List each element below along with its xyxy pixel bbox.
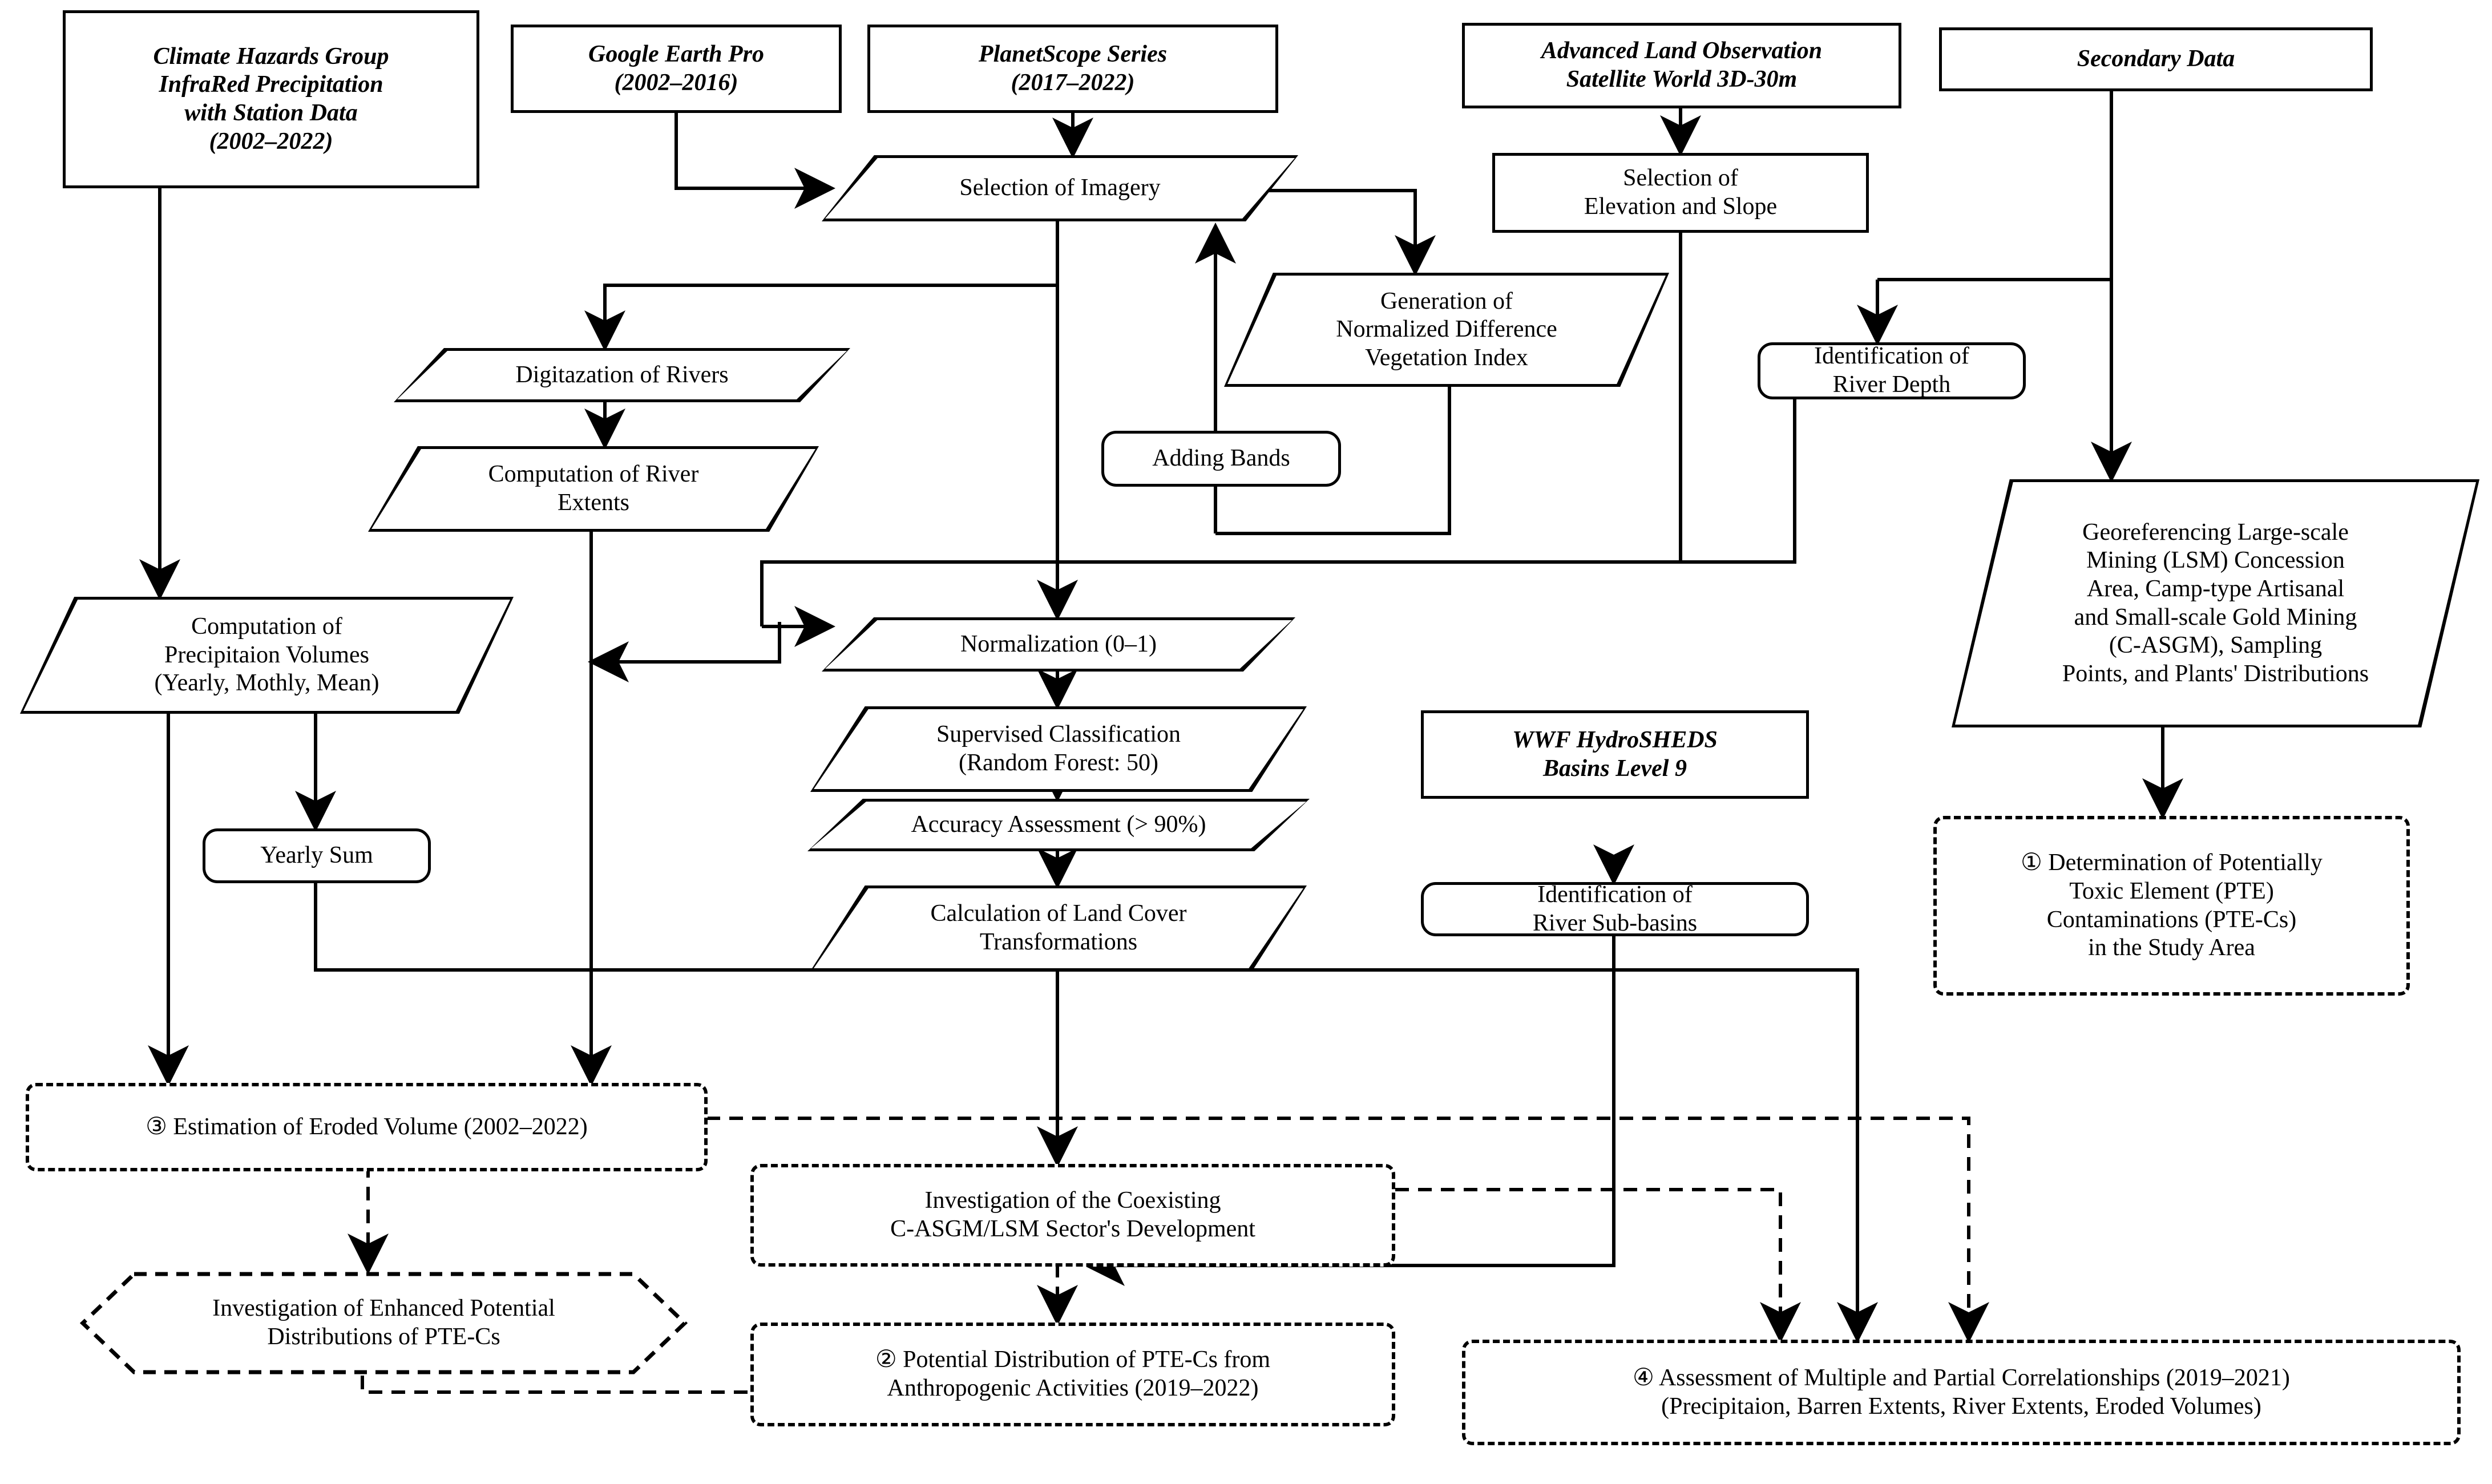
node-planetscope-label: PlanetScope Series (2017–2022) xyxy=(978,41,1168,96)
node-selection-elevation-slope-label: Selection of Elevation and Slope xyxy=(1584,165,1778,220)
node-selection-imagery: Selection of Imagery xyxy=(822,155,1298,221)
node-potential-distribution-pte: ② Potential Distribution of PTE-Cs from … xyxy=(750,1323,1395,1426)
node-identification-subbasins: Identification of River Sub-basins xyxy=(1421,881,1809,936)
node-calculation-landcover: Calculation of Land Cover Transformation… xyxy=(810,885,1307,971)
node-planetscope: PlanetScope Series (2017–2022) xyxy=(867,25,1278,113)
node-digitization-rivers: Digitazation of Rivers xyxy=(394,348,850,402)
node-assessment-correlations-label: ④ Assessment of Multiple and Partial Cor… xyxy=(1633,1364,2290,1420)
node-ndvi-label: Generation of Normalized Difference Vege… xyxy=(1336,288,1557,371)
node-secondary-data-label: Secondary Data xyxy=(2077,46,2235,72)
node-computation-precipitation-label: Computation of Precipitaion Volumes (Yea… xyxy=(154,613,379,697)
node-chirps-label: Climate Hazards Group InfraRed Precipita… xyxy=(153,43,389,155)
node-alos: Advanced Land Observation Satellite Worl… xyxy=(1462,23,1901,108)
node-google-earth: Google Earth Pro (2002–2016) xyxy=(511,25,842,113)
node-investigation-coexisting: Investigation of the Coexisting C-ASGM/L… xyxy=(750,1164,1395,1267)
node-adding-bands-label: Adding Bands xyxy=(1152,445,1290,472)
node-investigation-coexisting-label: Investigation of the Coexisting C-ASGM/L… xyxy=(890,1187,1255,1242)
node-potential-distribution-pte-label: ② Potential Distribution of PTE-Cs from … xyxy=(875,1346,1271,1401)
node-selection-imagery-label: Selection of Imagery xyxy=(959,175,1161,201)
node-determination-pte: ① Determination of Potentially Toxic Ele… xyxy=(1933,816,2410,996)
node-wwf-hydrosheds: WWF HydroSHEDS Basins Level 9 xyxy=(1421,710,1809,799)
node-estimation-eroded-volume: ③ Estimation of Eroded Volume (2002–2022… xyxy=(26,1083,708,1171)
node-accuracy-assessment-label: Accuracy Assessment (> 90%) xyxy=(911,811,1206,838)
node-identification-river-depth-label: Identification of River Depth xyxy=(1814,343,1969,398)
node-normalization-label: Normalization (0–1) xyxy=(960,630,1157,657)
node-investigation-enhanced: Investigation of Enhanced Potential Dist… xyxy=(80,1271,688,1375)
node-normalization: Normalization (0–1) xyxy=(822,617,1295,672)
node-calculation-landcover-label: Calculation of Land Cover Transformation… xyxy=(930,900,1187,955)
node-ndvi: Generation of Normalized Difference Vege… xyxy=(1224,273,1669,387)
node-google-earth-label: Google Earth Pro (2002–2016) xyxy=(588,41,765,96)
node-secondary-data: Secondary Data xyxy=(1939,27,2373,91)
node-georeferencing: Georeferencing Large-scale Mining (LSM) … xyxy=(1952,479,2479,727)
node-assessment-correlations: ④ Assessment of Multiple and Partial Cor… xyxy=(1462,1340,2461,1445)
node-chirps: Climate Hazards Group InfraRed Precipita… xyxy=(63,10,479,188)
node-supervised-classification-label: Supervised Classification (Random Forest… xyxy=(936,721,1181,776)
node-wwf-hydrosheds-label: WWF HydroSHEDS Basins Level 9 xyxy=(1512,726,1718,782)
node-selection-elevation-slope: Selection of Elevation and Slope xyxy=(1492,153,1869,233)
node-identification-river-depth: Identification of River Depth xyxy=(1758,342,2026,399)
node-yearly-sum: Yearly Sum xyxy=(203,828,431,883)
node-alos-label: Advanced Land Observation Satellite Worl… xyxy=(1541,38,1823,92)
node-yearly-sum-label: Yearly Sum xyxy=(260,842,373,869)
node-determination-pte-label: ① Determination of Potentially Toxic Ele… xyxy=(2021,850,2323,961)
node-georeferencing-label: Georeferencing Large-scale Mining (LSM) … xyxy=(2062,519,2369,687)
node-accuracy-assessment: Accuracy Assessment (> 90%) xyxy=(807,799,1310,851)
node-computation-river-extents: Computation of River Extents xyxy=(368,446,819,532)
node-supervised-classification: Supervised Classification (Random Forest… xyxy=(810,706,1307,792)
node-identification-subbasins-label: Identification of River Sub-basins xyxy=(1532,881,1698,936)
node-estimation-eroded-volume-label: ③ Estimation of Eroded Volume (2002–2022… xyxy=(146,1113,588,1140)
node-computation-precipitation: Computation of Precipitaion Volumes (Yea… xyxy=(20,597,514,714)
node-computation-river-extents-label: Computation of River Extents xyxy=(488,461,699,516)
node-adding-bands: Adding Bands xyxy=(1101,431,1341,487)
node-digitization-rivers-label: Digitazation of Rivers xyxy=(515,361,729,388)
node-investigation-enhanced-label: Investigation of Enhanced Potential Dist… xyxy=(212,1295,555,1350)
